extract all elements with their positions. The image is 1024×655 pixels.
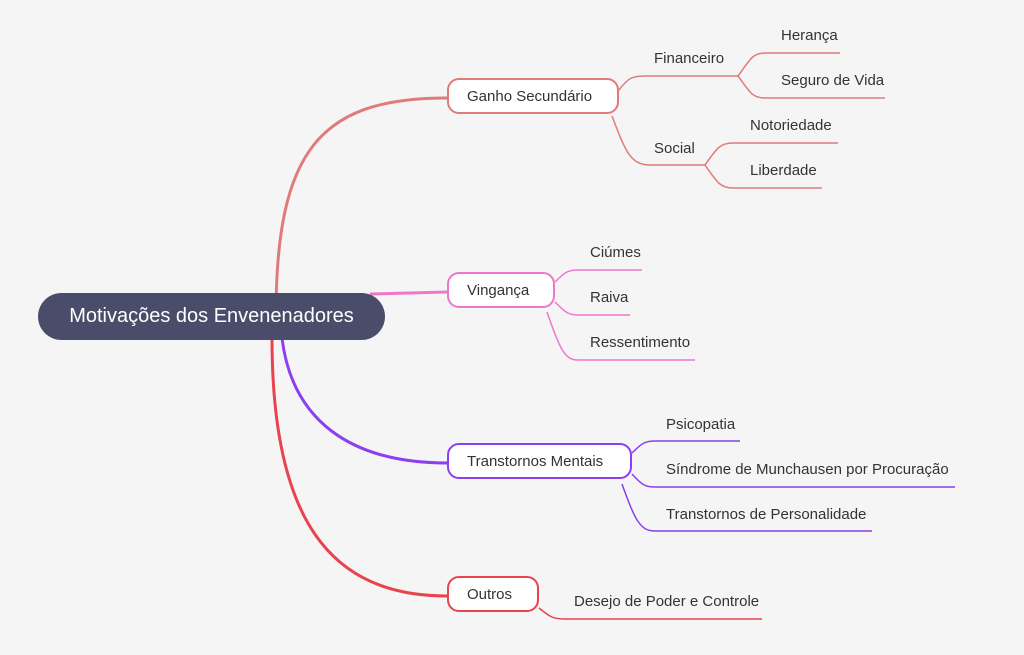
- branch-line-vinganca: [369, 290, 448, 296]
- node-transtornos-mentais[interactable]: Transtornos Mentais: [447, 443, 632, 479]
- node-ganho-secundario[interactable]: Ganho Secundário: [447, 78, 619, 114]
- branch-line-outros: [270, 337, 448, 598]
- branch-line-ganho: [274, 96, 448, 317]
- node-vinganca[interactable]: Vingança: [447, 272, 555, 308]
- node-sindrome-munchausen[interactable]: Síndrome de Munchausen por Procuração: [666, 461, 949, 478]
- node-psicopatia[interactable]: Psicopatia: [666, 416, 736, 433]
- node-seguro-de-vida[interactable]: Seguro de Vida: [781, 72, 885, 89]
- node-raiva[interactable]: Raiva: [590, 289, 629, 306]
- node-notoriedade[interactable]: Notoriedade: [750, 117, 832, 134]
- node-label: Vingança: [467, 281, 530, 299]
- node-outros[interactable]: Outros: [447, 576, 539, 612]
- node-social[interactable]: Social: [654, 140, 695, 157]
- node-transtornos-personalidade[interactable]: Transtornos de Personalidade: [666, 506, 867, 523]
- node-financeiro[interactable]: Financeiro: [654, 50, 725, 67]
- branch-line-transtornos: [280, 337, 448, 465]
- node-ciumes[interactable]: Ciúmes: [590, 244, 641, 261]
- node-label: Ganho Secundário: [467, 87, 593, 105]
- node-label: Outros: [467, 585, 513, 603]
- node-heranca[interactable]: Herança: [781, 27, 838, 44]
- node-ressentimento[interactable]: Ressentimento: [590, 334, 691, 351]
- root-node[interactable]: Motivações dos Envenenadores: [38, 293, 385, 340]
- root-label: Motivações dos Envenenadores: [69, 305, 354, 327]
- node-liberdade[interactable]: Liberdade: [750, 162, 817, 179]
- node-desejo-poder[interactable]: Desejo de Poder e Controle: [574, 593, 760, 610]
- node-label: Transtornos Mentais: [467, 452, 604, 470]
